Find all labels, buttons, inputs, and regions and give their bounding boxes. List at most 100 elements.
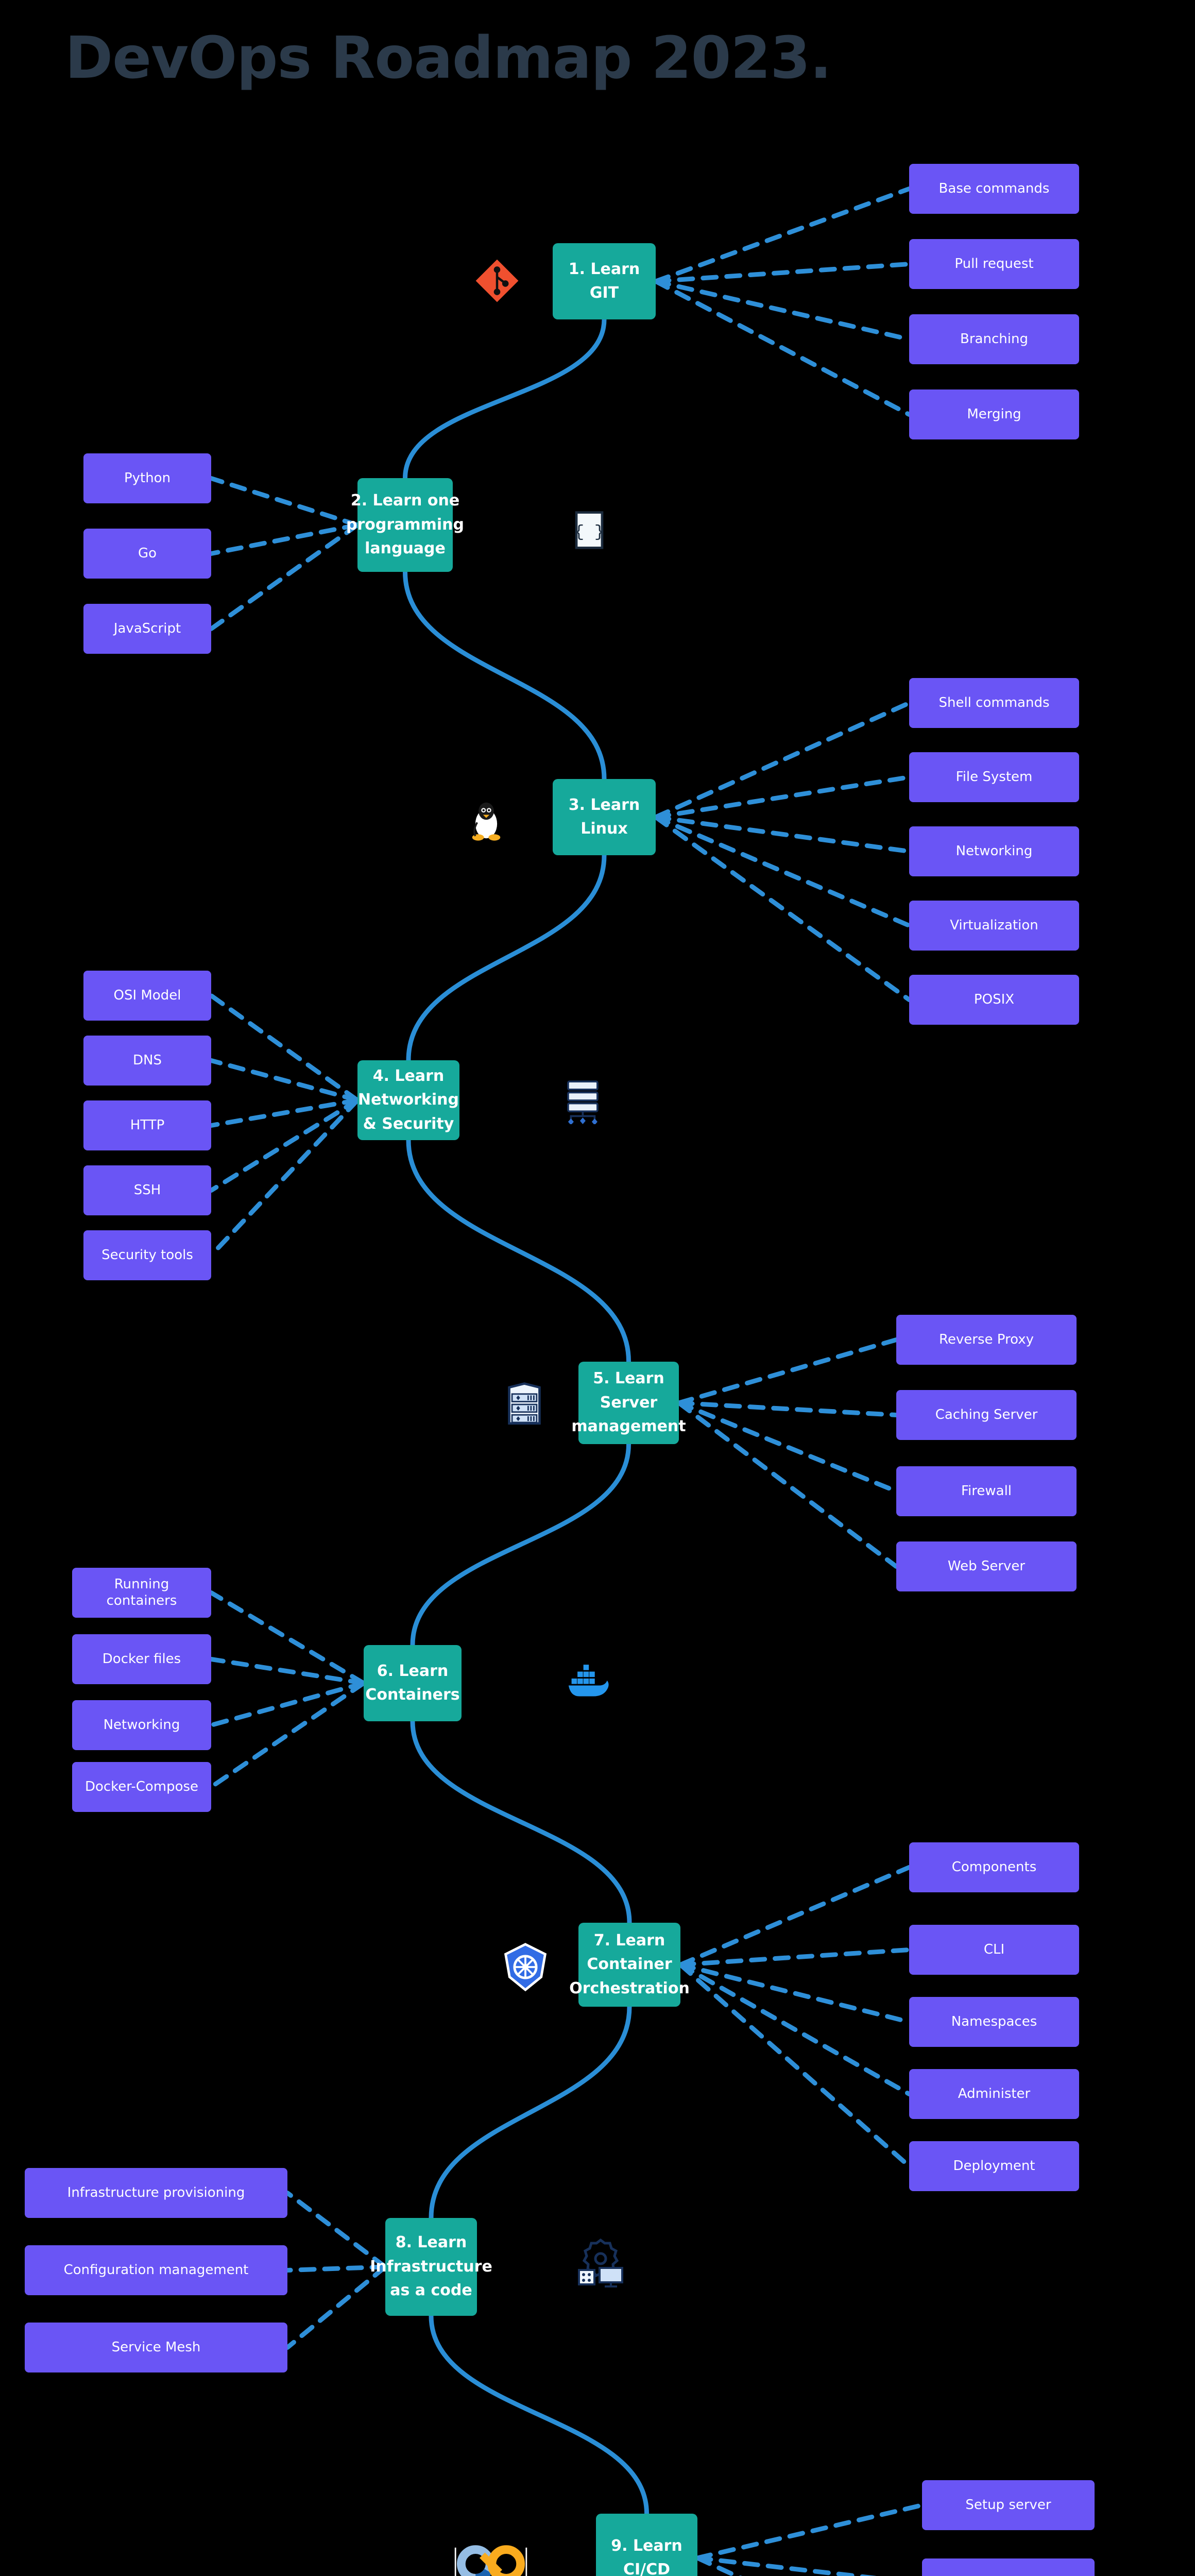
branch-box[interactable]: Go — [83, 529, 211, 579]
branch-connector — [653, 815, 912, 1002]
branch-box[interactable]: DNS — [83, 1036, 211, 1086]
branch-connector — [209, 1681, 366, 1789]
branch-box[interactable]: Networking — [909, 826, 1079, 876]
branch-box[interactable]: POSIX — [909, 975, 1079, 1025]
branch-box[interactable]: Web Server — [896, 1541, 1077, 1591]
step-spine-connector — [410, 1442, 631, 1648]
step-node-label: 4. Learn Networking & Security — [358, 1066, 459, 1133]
branch-box[interactable]: Docker files — [72, 1634, 211, 1684]
branch-label: Python — [124, 470, 171, 486]
branch-box[interactable]: Administer — [909, 2069, 1079, 2119]
branch-box[interactable]: Merging — [909, 389, 1079, 439]
branch-connector — [653, 262, 912, 284]
branch-label: SSH — [133, 1182, 161, 1198]
step-node-label: 9. Learn CI/CD — [611, 2536, 682, 2576]
branch-box[interactable]: SSH — [83, 1165, 211, 1215]
branch-box[interactable]: Pull request — [909, 239, 1079, 289]
branch-box[interactable]: File System — [909, 752, 1079, 802]
branch-box[interactable]: Reverse Proxy — [896, 1315, 1077, 1365]
branch-label: Caching Server — [935, 1406, 1038, 1422]
branch-box[interactable]: Configuration management — [25, 2245, 287, 2295]
step-node-9[interactable]: 9. Learn CI/CD — [596, 2514, 697, 2576]
branch-connector — [678, 1947, 912, 1967]
branch-connector — [209, 1657, 366, 1686]
kubernetes-helm-icon — [501, 1942, 550, 1994]
branch-box[interactable]: Service Mesh — [25, 2323, 287, 2372]
step-node-label: 8. Learn Infrastructure as a code — [370, 2233, 492, 2300]
branch-connector — [678, 1962, 912, 2168]
branch-connector — [653, 279, 912, 417]
infrastructure-gear-icon — [575, 2236, 626, 2290]
branch-box[interactable]: Running containers — [72, 1568, 211, 1618]
branch-label: Base commands — [938, 180, 1050, 196]
branch-box[interactable]: Caching Server — [896, 1390, 1077, 1440]
step-node-4[interactable]: 4. Learn Networking & Security — [357, 1060, 459, 1140]
branch-connector — [653, 279, 912, 342]
branch-label: Shell commands — [938, 694, 1050, 710]
branch-box[interactable]: Virtualization — [909, 901, 1079, 951]
step-node-label: 1. Learn GIT — [568, 260, 640, 302]
branch-box[interactable]: Infrastructure provisioning — [25, 2168, 287, 2218]
step-node-label: 3. Learn Linux — [568, 795, 640, 838]
branch-connector — [676, 1400, 899, 1417]
branch-box[interactable]: Base commands — [909, 164, 1079, 214]
branch-connector — [209, 1681, 366, 1727]
step-spine-connector — [406, 1138, 631, 1364]
branch-label: POSIX — [974, 991, 1015, 1007]
branch-box[interactable]: Components — [909, 1842, 1079, 1892]
branch-box[interactable]: Python — [83, 453, 211, 503]
code-brackets-icon: { } — [569, 510, 609, 553]
step-node-7[interactable]: 7. Learn Container Orchestration — [569, 1923, 690, 2007]
branch-box[interactable]: JavaScript — [83, 604, 211, 654]
branch-connector — [209, 522, 360, 556]
step-node-label: 7. Learn Container Orchestration — [569, 1931, 690, 1997]
branch-box[interactable]: Deployment — [909, 2141, 1079, 2191]
branch-box[interactable]: Security tools — [83, 1230, 211, 1280]
branch-box[interactable]: Firewall — [896, 1466, 1077, 1516]
branch-box[interactable]: Branching — [909, 314, 1079, 364]
branch-label: JavaScript — [113, 620, 181, 636]
branch-box[interactable]: Docker-Compose — [72, 1762, 211, 1812]
branch-connector — [678, 1962, 912, 2096]
branch-connector — [209, 476, 360, 528]
branch-connector — [653, 701, 912, 820]
branch-label: Pull request — [954, 256, 1034, 272]
step-node-2[interactable]: 2. Learn one programming language — [346, 478, 464, 572]
branch-label: Docker-Compose — [84, 1778, 199, 1794]
branch-connector — [209, 1590, 366, 1686]
branch-box[interactable]: CLI — [909, 1925, 1079, 1975]
branch-box[interactable]: Shell commands — [909, 678, 1079, 728]
step-node-8[interactable]: 8. Learn Infrastructure as a code — [370, 2218, 492, 2316]
branch-connector — [653, 775, 912, 820]
branch-label: Web Server — [947, 1558, 1026, 1574]
branch-label: File System — [955, 769, 1033, 785]
branch-label: Security tools — [101, 1247, 193, 1263]
branch-label: Namespaces — [951, 2013, 1037, 2029]
step-spine-connector — [429, 2004, 632, 2221]
branch-label: Networking — [955, 843, 1033, 859]
branch-label: Go — [138, 545, 157, 561]
linux-penguin-icon — [464, 798, 509, 845]
branch-box[interactable]: HTTP — [83, 1100, 211, 1150]
branch-box[interactable]: Namespaces — [909, 1997, 1079, 2047]
branch-box[interactable]: OSI Model — [83, 971, 211, 1021]
branch-connector — [695, 2503, 925, 2561]
branch-label: Service Mesh — [111, 2339, 201, 2355]
step-node-5[interactable]: 5. Learn Server management — [571, 1362, 686, 1444]
step-node-6[interactable]: 6. Learn Containers — [364, 1645, 462, 1721]
step-node-1[interactable]: 1. Learn GIT — [553, 243, 656, 319]
branch-connector — [209, 522, 360, 631]
branch-label: Docker files — [102, 1651, 181, 1667]
branch-box[interactable]: Setup server — [922, 2480, 1095, 2530]
step-node-label: 2. Learn one programming language — [346, 492, 465, 558]
branch-label: Configuration management — [63, 2262, 249, 2278]
branch-box[interactable]: Networking — [72, 1700, 211, 1750]
branch-label: Components — [951, 1859, 1037, 1875]
step-node-3[interactable]: 3. Learn Linux — [553, 779, 656, 855]
branch-connector — [209, 1098, 360, 1258]
branch-box[interactable]: Integration — [922, 2558, 1095, 2576]
server-network-icon — [561, 1077, 609, 1127]
branch-connector — [653, 187, 912, 284]
git-icon — [474, 258, 520, 307]
step-spine-connector — [403, 317, 607, 481]
